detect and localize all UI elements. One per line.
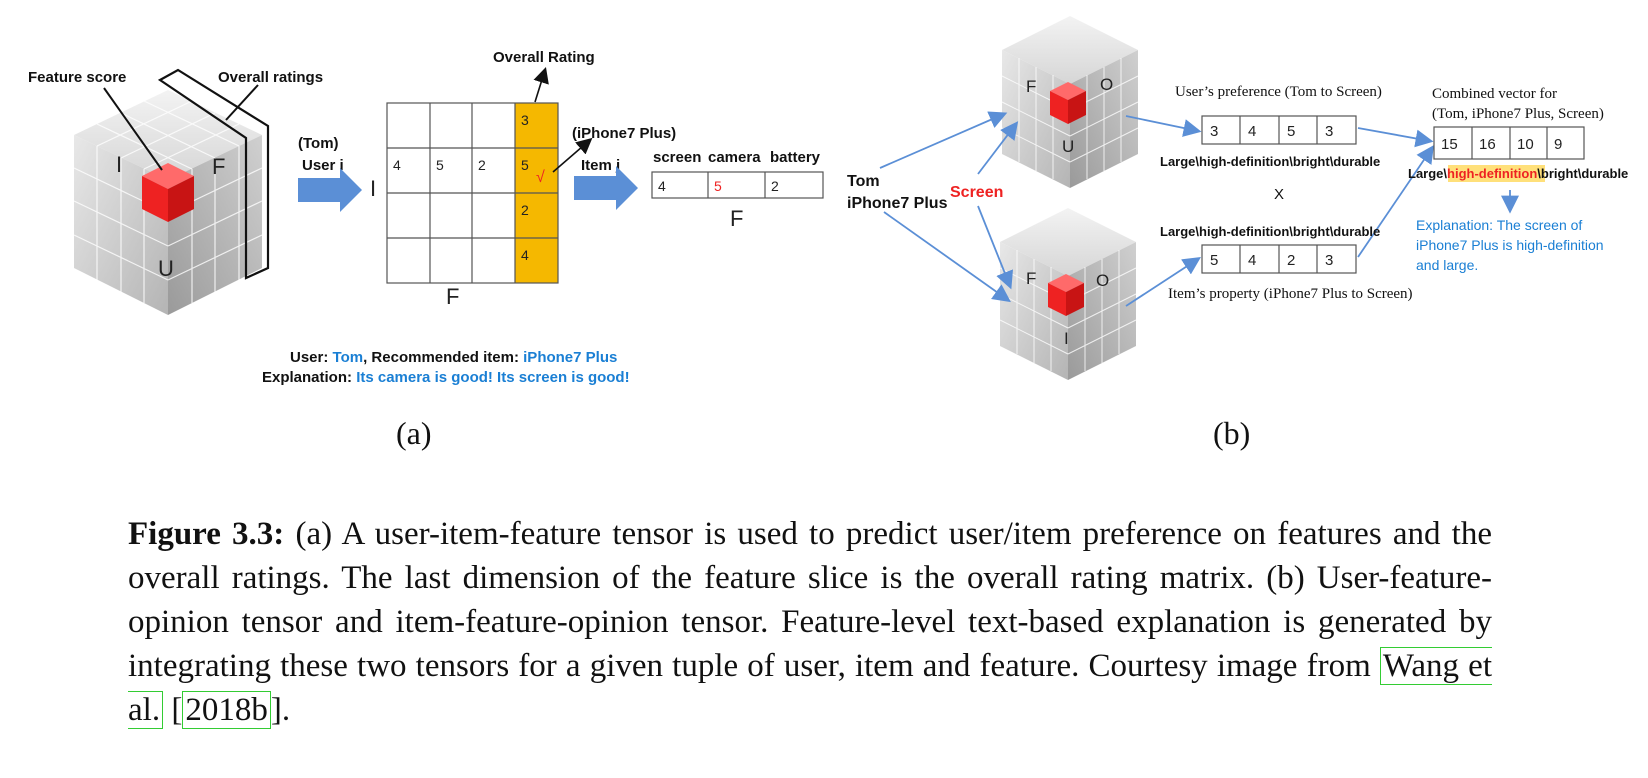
caption-text: (a) A user-item-feature tensor is used t… <box>128 516 1492 684</box>
explanation-line-2: iPhone7 Plus is high-definition <box>1416 237 1604 253</box>
vector-header: screen <box>653 149 701 166</box>
top-cube-o: O <box>1100 75 1113 94</box>
user-label: User i <box>302 157 344 174</box>
item-name: (iPhone7 Plus) <box>572 125 676 142</box>
user-pref-opinions: Large\high-definition\bright\durable <box>1160 154 1380 169</box>
vector-header: battery <box>770 149 821 166</box>
top-cube-f: F <box>1026 77 1036 96</box>
overall-cell: 3 <box>521 112 529 128</box>
user-arrow <box>298 168 362 212</box>
matrix-cell: 5 <box>436 157 444 173</box>
vector-header: camera <box>708 149 761 166</box>
vector-label: F <box>730 206 743 231</box>
user-pref-value: 3 <box>1325 123 1333 140</box>
overall-ratings-label: Overall ratings <box>218 69 323 86</box>
overall-rating-pointer <box>533 66 549 103</box>
combined-title-1: Combined vector for <box>1432 86 1557 102</box>
panel-a: Feature score Overall ratings I F U (Tom… <box>28 49 824 451</box>
caption-end: . <box>281 692 291 728</box>
result-explanation-line: Explanation: Its camera is good! Its scr… <box>262 369 630 386</box>
vector-value: 4 <box>658 178 666 194</box>
item-prop-title: Item’s property (iPhone7 Plus to Screen) <box>1168 286 1413 302</box>
user-name: (Tom) <box>298 135 339 152</box>
panel-b: F O U F O I Tom iPhone7 Plus Screen <box>847 16 1628 451</box>
item-prop-vector <box>1201 244 1357 274</box>
feature-score-label: Feature score <box>28 69 126 86</box>
combined-value: 16 <box>1479 136 1496 153</box>
cube-axis-u: U <box>158 256 174 281</box>
feature-vector <box>651 171 824 199</box>
overall-cell: 2 <box>521 202 529 218</box>
overall-cell: 5 <box>521 157 529 173</box>
combined-opinions: Large\high-definition\bright\durable <box>1408 166 1628 181</box>
item-prop-value: 4 <box>1248 252 1256 269</box>
combined-value: 9 <box>1554 136 1562 153</box>
matrix-col-label: F <box>446 284 459 309</box>
item-label: Item j <box>581 157 620 174</box>
bottom-cube-f: F <box>1026 269 1036 288</box>
rating-matrix <box>386 102 559 284</box>
item-pointer <box>552 137 593 173</box>
user-pref-value: 3 <box>1210 123 1218 140</box>
flow-arrows <box>879 111 1519 307</box>
tensor-cube-a <box>73 68 270 315</box>
input-iphone: iPhone7 Plus <box>847 195 948 212</box>
user-tensor-cube <box>1001 16 1139 188</box>
highlight-box <box>1448 165 1545 182</box>
overall-cell: 4 <box>521 247 529 263</box>
cube-axis-i: I <box>116 152 122 177</box>
user-pref-title: User’s preference (Tom to Screen) <box>1175 84 1382 100</box>
combined-vector <box>1433 126 1585 160</box>
result-user-line: User: Tom, Recommended item: iPhone7 Plu… <box>290 349 617 366</box>
explanation-line-3: and large. <box>1416 257 1478 273</box>
item-prop-opinions: Large\high-definition\bright\durable <box>1160 224 1380 239</box>
citation-author-link[interactable]: Wang et al. <box>128 647 1492 729</box>
check-mark: √ <box>536 169 545 186</box>
caption-lead: Figure 3.3: <box>128 516 285 552</box>
citation-year-link[interactable]: 2018b <box>182 691 271 729</box>
user-pref-value: 5 <box>1287 123 1295 140</box>
input-tom: Tom <box>847 173 880 190</box>
matrix-cell: 4 <box>393 157 401 173</box>
figure-caption: Figure 3.3: (a) A user-item-feature tens… <box>128 516 1492 729</box>
item-prop-value: 2 <box>1287 252 1295 269</box>
item-prop-value: 3 <box>1325 252 1333 269</box>
item-arrow <box>574 166 638 210</box>
subfigure-label-a: (a) <box>396 415 432 451</box>
input-screen: Screen <box>950 184 1003 201</box>
subfigure-label-b: (b) <box>1213 415 1250 451</box>
bottom-cube-o: O <box>1096 271 1109 290</box>
top-cube-u: U <box>1062 137 1074 156</box>
combined-value: 15 <box>1441 136 1458 153</box>
cube-axis-f: F <box>212 154 225 179</box>
user-pref-value: 4 <box>1248 123 1256 140</box>
explanation-line-1: Explanation: The screen of <box>1416 217 1582 233</box>
vector-value: 5 <box>714 178 722 194</box>
bottom-cube-i: I <box>1064 329 1069 348</box>
matrix-cell: 2 <box>478 157 486 173</box>
item-tensor-cube <box>999 208 1137 380</box>
combined-title-2: (Tom, iPhone7 Plus, Screen) <box>1432 106 1604 122</box>
item-prop-value: 5 <box>1210 252 1218 269</box>
vector-value: 2 <box>771 178 779 194</box>
combined-value: 10 <box>1517 136 1534 153</box>
user-pref-vector <box>1201 115 1357 145</box>
times-symbol: X <box>1274 186 1284 203</box>
overall-rating-label: Overall Rating <box>493 49 595 66</box>
matrix-row-label: I <box>370 176 376 201</box>
